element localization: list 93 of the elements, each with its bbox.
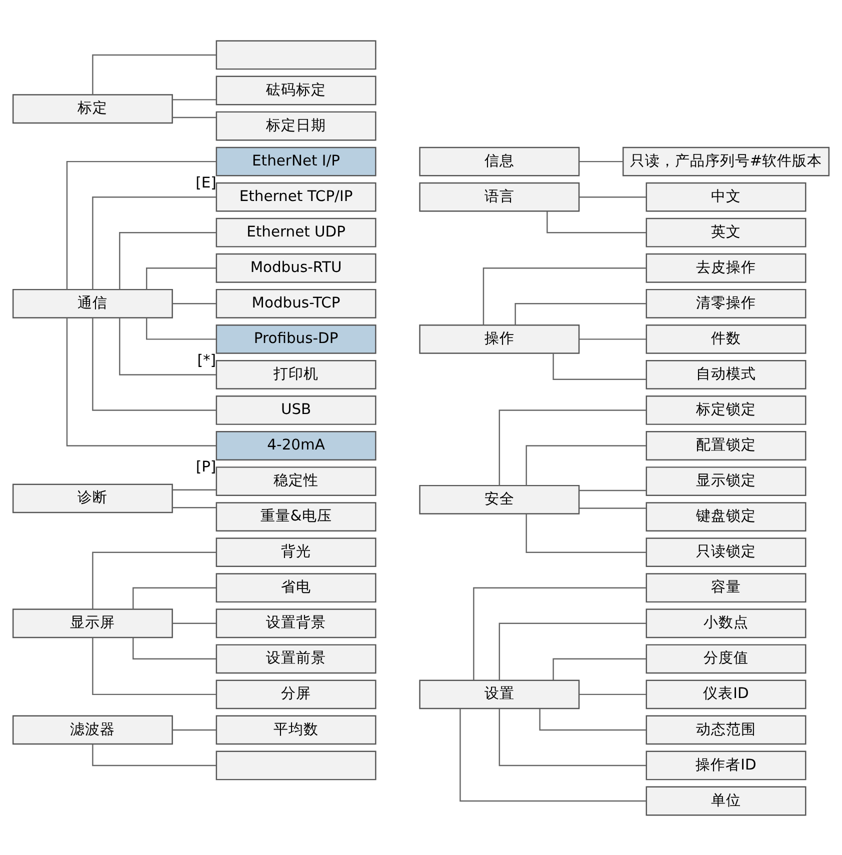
node-box: Modbus-TCP (216, 288, 376, 318)
connector (579, 338, 646, 340)
node-box: 打印机 (216, 360, 376, 389)
node-box: 分屏 (216, 679, 376, 709)
node-box: 小数点 (646, 608, 806, 638)
node-box: 只读锁定 (646, 537, 806, 567)
node-box (216, 40, 376, 70)
connector (498, 409, 646, 485)
node-box: 设置 (419, 679, 580, 709)
connector (66, 317, 216, 446)
connector (473, 586, 646, 680)
node-box: 只读，产品序列号#软件版本 (622, 146, 830, 176)
node-box: 自动模式 (646, 360, 806, 389)
connector (132, 637, 216, 660)
node-box: 动态范围 (646, 714, 806, 744)
connector (579, 507, 646, 508)
connector (546, 211, 646, 233)
node-box: 显示屏 (12, 608, 173, 638)
node-box: 滤波器 (12, 714, 173, 744)
node-box: Ethernet TCP/IP (216, 182, 376, 212)
connector (579, 693, 646, 695)
connector (119, 232, 216, 289)
connector (119, 318, 216, 375)
connector (66, 160, 216, 290)
connector (482, 267, 646, 324)
connector (539, 708, 646, 730)
node-box: 中文 (646, 182, 806, 212)
connector (579, 196, 646, 198)
node-box: 容量 (646, 572, 806, 602)
connector (92, 54, 216, 94)
node-box: 诊断 (12, 483, 173, 513)
node-box: 仪表ID (646, 679, 806, 709)
connector (92, 196, 216, 289)
connector (146, 318, 216, 340)
node-box: 安全 (419, 484, 580, 514)
node-box: 背光 (216, 537, 376, 567)
node-box: 通信 (12, 288, 173, 318)
connector (526, 444, 646, 485)
connector (172, 622, 216, 624)
connector (146, 267, 216, 289)
connector (460, 708, 646, 802)
node-box: 英文 (646, 217, 806, 247)
node-box: 标定日期 (216, 110, 376, 140)
connector (132, 586, 216, 608)
node-box: 省电 (216, 572, 376, 602)
connector (172, 98, 216, 100)
connector (552, 353, 646, 380)
node-label: [P] (196, 458, 216, 476)
node-box: 操作者ID (646, 750, 806, 780)
node-box: Profibus-DP (216, 324, 376, 354)
connector (172, 488, 216, 490)
node-box: 重量&电压 (216, 502, 376, 532)
node-box: Modbus-RTU (216, 252, 376, 282)
node-box: 分度值 (646, 644, 806, 674)
node-box: 砝码标定 (216, 75, 376, 105)
node-box: 标定锁定 (646, 395, 806, 424)
node-box: Ethernet UDP (216, 217, 376, 247)
node-box: USB (216, 395, 376, 424)
node-box: 件数 (646, 324, 806, 354)
connector (498, 622, 646, 680)
connector (526, 514, 646, 552)
node-box: EtherNet I/P (216, 146, 376, 176)
connector (92, 744, 216, 766)
node-box: 设置前景 (216, 644, 376, 674)
node-box: 操作 (419, 324, 580, 354)
node-box: 清零操作 (646, 288, 806, 318)
node-box: 配置锁定 (646, 430, 806, 460)
node-box: 设置背景 (216, 608, 376, 638)
connector (92, 551, 216, 608)
connector (498, 708, 646, 766)
connector (172, 728, 216, 730)
connector (579, 160, 624, 162)
node-box: 语言 (419, 182, 580, 212)
node-label: [E] (196, 174, 216, 191)
node-box: 键盘锁定 (646, 502, 806, 532)
connector (172, 506, 216, 508)
connector (172, 302, 216, 304)
node-box: 平均数 (216, 714, 376, 744)
node-box: 单位 (646, 786, 806, 816)
connector (552, 658, 646, 680)
connector (514, 302, 646, 324)
connector (92, 318, 216, 410)
node-box: 标定 (12, 94, 173, 124)
node-box: 4-20mA (216, 430, 376, 460)
node-box (216, 750, 376, 780)
node-box: 去皮操作 (646, 252, 806, 282)
node-box: 信息 (419, 146, 580, 176)
connector (92, 637, 216, 695)
node-label: [*] (197, 352, 216, 369)
node-box: 稳定性 (216, 466, 376, 496)
node-box: 显示锁定 (646, 466, 806, 496)
connector (172, 116, 216, 118)
connector (579, 489, 646, 491)
